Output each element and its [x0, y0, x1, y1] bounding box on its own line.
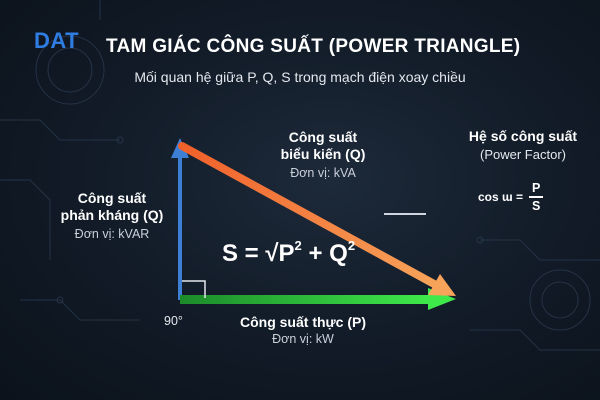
apparent-power-formula: S = √P2 + Q2: [222, 238, 356, 268]
real-power-unit: Đơn vị: kW: [272, 332, 334, 346]
power-factor-formula: cos ɯ = P S: [478, 181, 544, 213]
formula-lhs: S = √P: [222, 240, 295, 267]
power-factor-formula-prefix: cos ɯ =: [478, 189, 524, 204]
power-factor-fraction: P S: [529, 181, 544, 213]
power-factor-numerator: P: [532, 181, 541, 195]
reactive-power-unit: Đơn vị: kVAR: [74, 227, 150, 241]
real-power-label: Công suất thực (P) Đơn vị: kW: [218, 314, 388, 347]
fraction-bar: [529, 196, 544, 198]
brand-logo: DAT: [34, 28, 80, 53]
power-factor-title-line2: (Power Factor): [480, 147, 566, 162]
apparent-power-name-line2: biểu kiến (Q): [280, 146, 366, 162]
page-subtitle: Mối quan hệ giữa P, Q, S trong mạch điện…: [134, 69, 466, 85]
apparent-power-arrow-shaft: [178, 142, 440, 289]
power-factor-title: Hệ số công suất (Power Factor): [458, 128, 588, 162]
apparent-power-name-line1: Công suất: [288, 129, 358, 145]
page-title: TAM GIÁC CÔNG SUẤT (POWER TRIANGLE): [106, 36, 521, 57]
real-power-arrow-shaft: [180, 295, 428, 304]
right-angle-marker: [182, 280, 206, 298]
power-factor-title-line1: Hệ số công suất: [468, 128, 578, 144]
formula-mid: + Q: [301, 240, 348, 267]
reactive-power-name-line2: phản kháng (Q): [60, 207, 164, 223]
reactive-power-name-line1: Công suất: [77, 190, 147, 206]
apparent-power-unit: Đơn vị: kVA: [290, 166, 356, 180]
right-angle-label: 90°: [164, 314, 183, 328]
separator-line: [384, 213, 426, 215]
reactive-power-label: Công suất phản kháng (Q) Đơn vị: kVAR: [57, 190, 167, 242]
power-factor-denominator: S: [532, 198, 541, 213]
apparent-power-label: Công suất biểu kiến (Q) Đơn vị: kVA: [248, 129, 398, 181]
formula-exponent-p: 2: [294, 238, 302, 253]
formula-exponent-q: 2: [347, 238, 356, 253]
apparent-power-arrowhead: [428, 274, 456, 296]
real-power-name: Công suất thực (P): [239, 314, 367, 330]
